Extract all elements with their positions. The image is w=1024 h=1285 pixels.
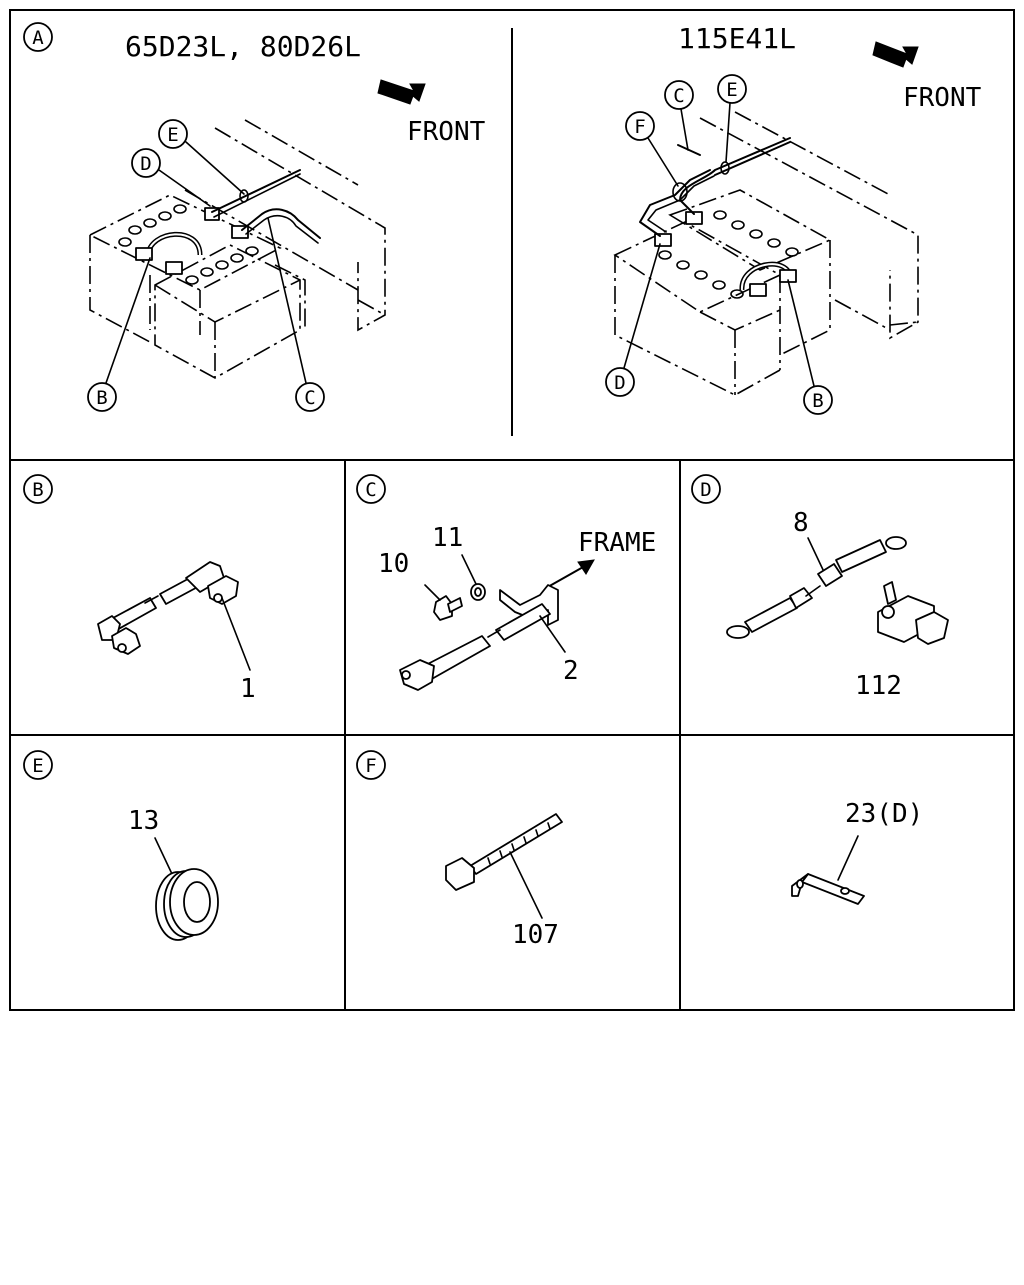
battery-caps-left <box>118 204 259 285</box>
part-2-label: 2 <box>563 656 579 686</box>
part-23d-label: 23(D) <box>845 799 923 829</box>
callout-b-right: B <box>787 279 833 415</box>
callout-d-left: D <box>131 148 211 207</box>
svg-text:B: B <box>812 390 823 412</box>
terminal-112 <box>877 581 949 645</box>
callout-c-left: C <box>267 217 325 412</box>
svg-text:B: B <box>96 387 107 409</box>
panel-d: D 8 112 <box>691 474 949 701</box>
svg-text:D: D <box>140 153 151 175</box>
callout-f-right: F <box>625 111 679 187</box>
callout-d-right: D <box>605 243 661 397</box>
panel-a-left-title: 65D23L, 80D26L <box>125 30 361 63</box>
callout-e-right: E <box>717 74 747 163</box>
svg-text:E: E <box>167 124 178 146</box>
svg-text:C: C <box>673 85 684 107</box>
panel-a-left: A 65D23L, 80D26L FRONT <box>23 22 486 412</box>
leader-1 <box>221 597 251 671</box>
panel-b: B 1 <box>23 474 256 704</box>
panel-a-right-title: 115E41L <box>678 22 796 55</box>
battery-cable-d <box>726 536 907 639</box>
callout-b-left: B <box>87 257 151 412</box>
washer-11 <box>470 583 486 601</box>
battery-left <box>88 194 301 379</box>
svg-text:E: E <box>726 79 737 101</box>
bolt-10 <box>433 595 463 621</box>
part-8-label: 8 <box>793 508 809 538</box>
panel-d-id: D <box>700 479 711 501</box>
panel-c-id: C <box>365 479 376 501</box>
callout-e-left: E <box>158 119 245 195</box>
panel-a-right: 115E41L FRONT <box>605 22 982 415</box>
frame-label: FRAME <box>578 528 656 558</box>
panel-g: 23(D) <box>791 799 923 905</box>
panel-a-id: A <box>32 27 44 49</box>
part-13-label: 13 <box>128 806 159 836</box>
part-112-label: 112 <box>855 671 902 701</box>
panel-a-id-circle: A <box>23 22 53 52</box>
front-arrow-right <box>872 41 919 68</box>
svg-text:C: C <box>304 387 315 409</box>
battery-right <box>613 189 832 396</box>
battery-cable-c <box>399 584 559 691</box>
part-10-label: 10 <box>378 549 409 579</box>
panel-f-id: F <box>365 755 376 777</box>
cable-tie-107 <box>445 813 563 891</box>
front-label-left: FRONT <box>407 117 486 147</box>
cables-right <box>639 137 797 297</box>
grommet-13 <box>155 868 219 941</box>
part-1-label: 1 <box>240 674 256 704</box>
panel-e-id: E <box>32 755 43 777</box>
bracket-23 <box>791 873 865 905</box>
panel-f: F 107 <box>356 750 563 950</box>
battery-caps-right <box>658 210 799 299</box>
cables-left <box>135 169 321 275</box>
frame-rail-left <box>184 119 386 332</box>
panel-c: C 11 10 FRAME 2 <box>356 474 656 691</box>
front-label-right: FRONT <box>903 83 982 113</box>
callout-c-right: C <box>664 80 694 151</box>
frame-rail-right <box>699 111 919 340</box>
part-11-label: 11 <box>432 523 463 553</box>
panel-b-id: B <box>32 479 43 501</box>
panel-e: E 13 <box>23 750 219 941</box>
svg-text:F: F <box>634 116 645 138</box>
battery-cable-b <box>97 561 239 655</box>
svg-text:D: D <box>614 372 625 394</box>
diagram-frame <box>9 9 1015 1011</box>
front-arrow-left <box>377 79 426 105</box>
part-107-label: 107 <box>512 920 559 950</box>
